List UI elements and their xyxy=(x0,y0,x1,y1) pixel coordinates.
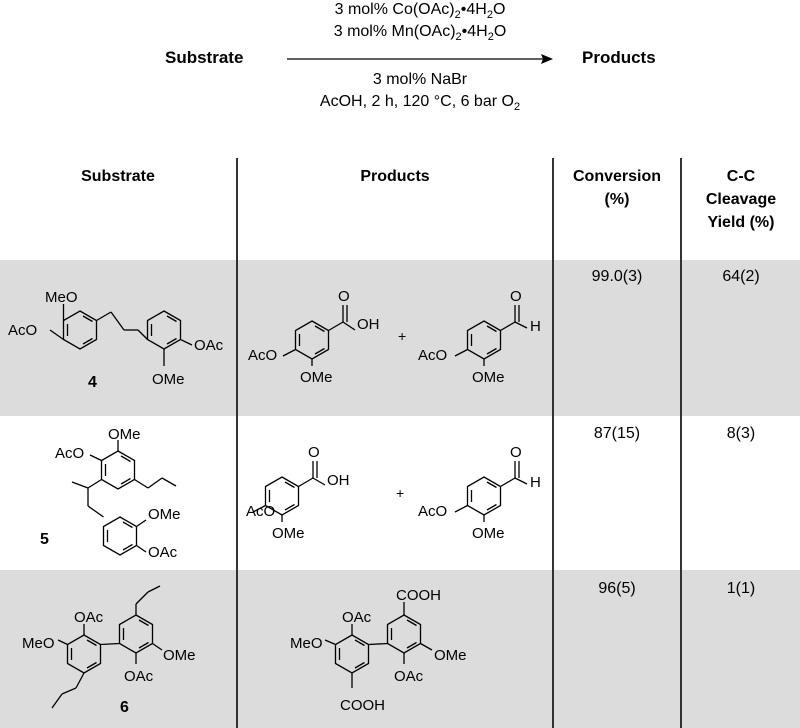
svg-text:O: O xyxy=(510,444,522,461)
svg-text:OAc: OAc xyxy=(124,668,154,685)
column-divider xyxy=(236,158,238,728)
compound-4-label: 4 xyxy=(88,374,97,391)
svg-text:OAc: OAc xyxy=(394,668,424,685)
svg-text:OAc: OAc xyxy=(342,609,372,626)
substrate-5-structure: OMe AcO OMe OAc xyxy=(55,426,181,561)
svg-text:OMe: OMe xyxy=(163,647,196,664)
column-divider xyxy=(680,158,682,728)
svg-text:OMe: OMe xyxy=(108,426,141,443)
yield-5: 8(3) xyxy=(726,425,756,442)
label-meo: MeO xyxy=(45,289,78,306)
svg-text:+: + xyxy=(396,485,404,501)
product-biphenyl-6: COOH OAc MeO OMe OAc COOH xyxy=(290,587,467,714)
svg-text:O: O xyxy=(338,288,350,305)
svg-text:AcO: AcO xyxy=(55,445,84,462)
svg-text:OAc: OAc xyxy=(74,609,104,626)
scheme-products-label: Products xyxy=(582,48,656,67)
column-divider xyxy=(552,158,554,728)
svg-text:COOH: COOH xyxy=(396,587,441,604)
row-6-shading xyxy=(0,570,800,728)
svg-text:OMe: OMe xyxy=(434,647,467,664)
conversion-4: 99.0(3) xyxy=(591,268,643,285)
header-substrate: Substrate xyxy=(81,168,155,185)
yield-4: 64(2) xyxy=(722,268,760,285)
svg-text:OMe: OMe xyxy=(148,506,181,523)
reagent-line-1: 3 mol% Co(OAc)2•4H2O xyxy=(334,1,506,22)
svg-text:MeO: MeO xyxy=(22,635,55,652)
yield-6: 1(1) xyxy=(726,580,756,597)
svg-text:OAc: OAc xyxy=(148,544,178,561)
reagent-line-3: 3 mol% NaBr xyxy=(372,71,468,88)
svg-text:H: H xyxy=(530,474,541,491)
reagent-line-2: 3 mol% Mn(OAc)2•4H2O xyxy=(333,23,507,44)
header-products: Products xyxy=(360,168,430,185)
svg-text:O: O xyxy=(308,444,320,461)
product-acid-5: O OH AcO OMe xyxy=(246,444,350,542)
svg-text:MeO: MeO xyxy=(290,635,323,652)
svg-text:H: H xyxy=(530,318,541,335)
scheme-substrate-label: Substrate xyxy=(165,48,244,67)
header-conversion: Conversion(%) xyxy=(572,168,661,208)
product-acid-4: O OH AcO OMe xyxy=(248,288,380,386)
conversion-5: 87(15) xyxy=(593,425,641,442)
svg-text:OMe: OMe xyxy=(272,525,305,542)
svg-text:AcO: AcO xyxy=(248,347,277,364)
reagent-line-4: AcOH, 2 h, 120 °C, 6 bar O2 xyxy=(319,93,521,114)
substrate-6-structure: OAc MeO OMe OAc xyxy=(22,585,196,709)
compound-6-label: 6 xyxy=(120,699,129,716)
product-aldehyde-5: O H AcO OMe xyxy=(418,444,541,542)
row-4-shading xyxy=(0,260,800,416)
product-aldehyde-4: O H AcO OMe xyxy=(418,288,541,386)
svg-text:COOH: COOH xyxy=(340,697,385,714)
plus-sign: + xyxy=(398,328,406,344)
svg-text:OH: OH xyxy=(327,472,350,489)
svg-text:OMe: OMe xyxy=(472,525,505,542)
reaction-arrow xyxy=(287,54,553,64)
label-ome: OMe xyxy=(152,371,185,388)
compound-5-label: 5 xyxy=(40,531,49,548)
svg-text:O: O xyxy=(510,288,522,305)
substrate-4-structure: MeO AcO OAc OMe xyxy=(8,289,224,388)
label-aco: AcO xyxy=(8,322,37,339)
svg-text:OH: OH xyxy=(357,316,380,333)
svg-text:AcO: AcO xyxy=(246,503,275,520)
label-oac: OAc xyxy=(194,337,224,354)
svg-text:AcO: AcO xyxy=(418,347,447,364)
svg-text:OMe: OMe xyxy=(472,369,505,386)
svg-text:OMe: OMe xyxy=(300,369,333,386)
svg-text:AcO: AcO xyxy=(418,503,447,520)
conversion-6: 96(5) xyxy=(598,580,636,597)
